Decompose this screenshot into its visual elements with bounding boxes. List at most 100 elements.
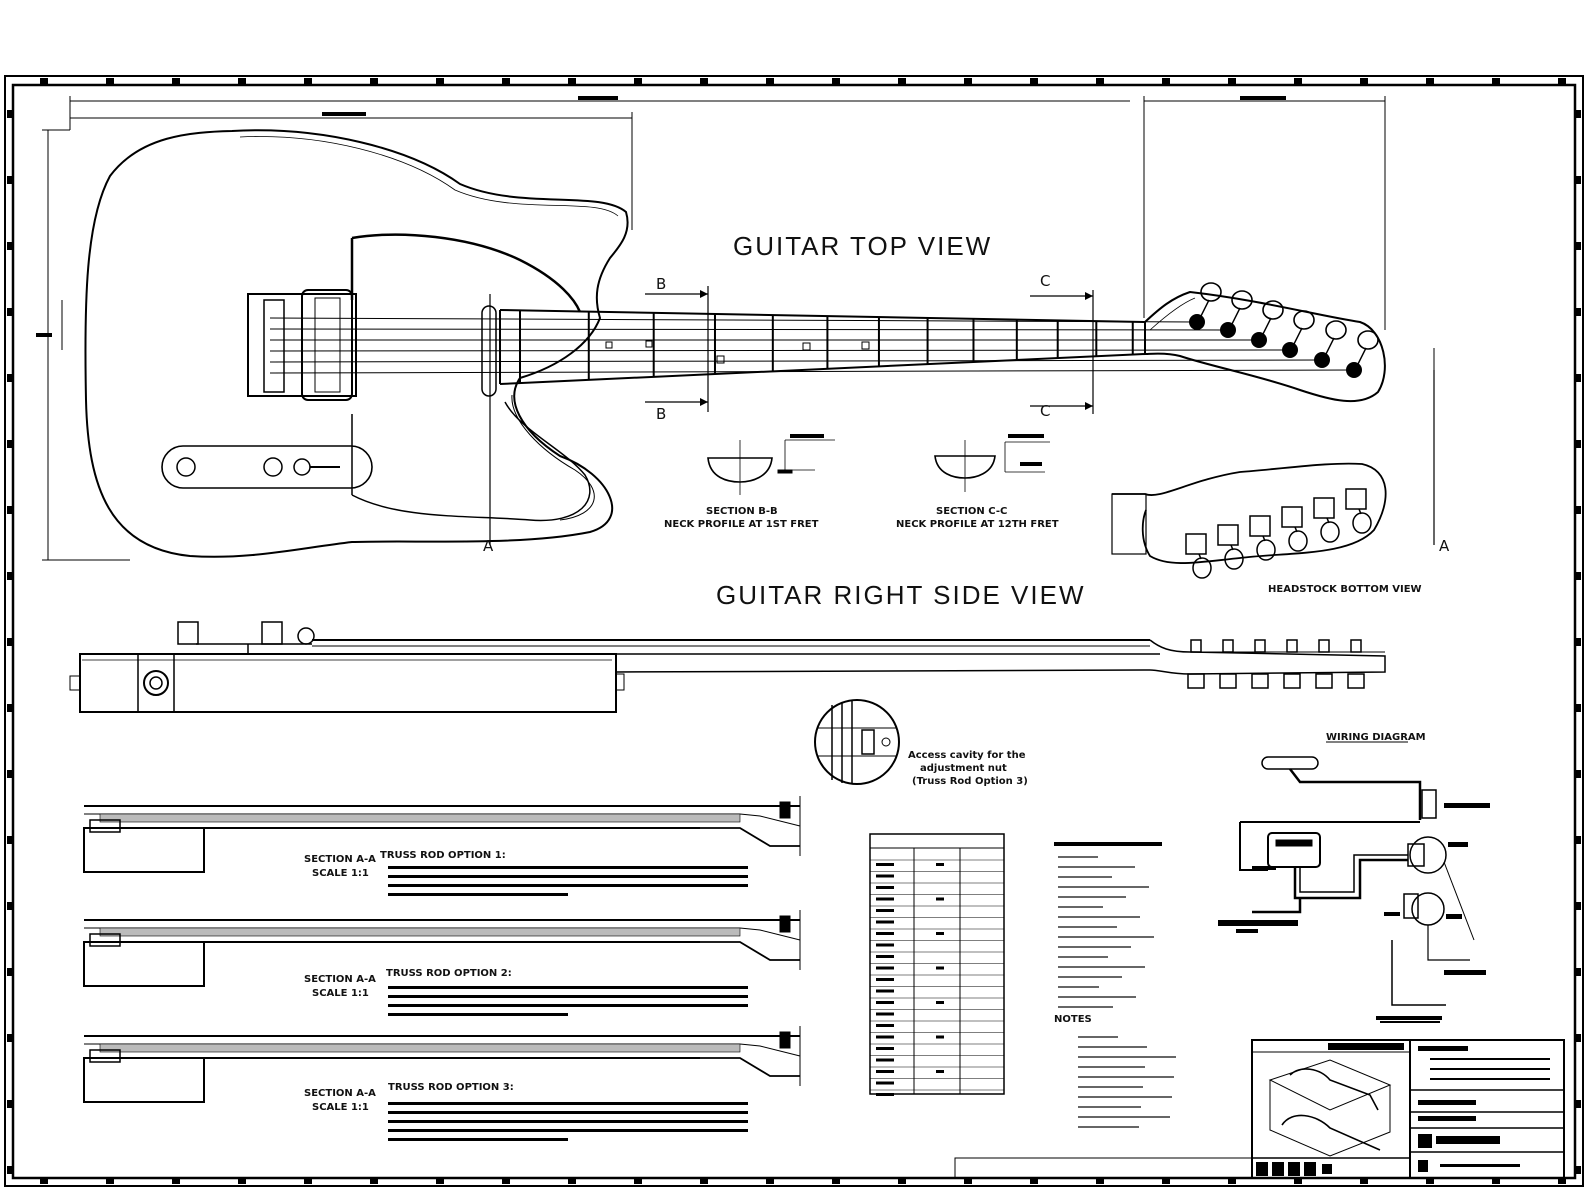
border-tick [7,1166,12,1174]
border-tick [7,1034,12,1042]
section-c-label-top: C [1040,272,1050,290]
notes-line [1078,1106,1141,1108]
border-tick [1576,836,1581,844]
border-tick [1426,78,1434,84]
fret-markers [605,340,870,364]
border-tick [1096,78,1104,84]
border-tick [832,1178,840,1184]
border-tick [898,1178,906,1184]
truss-1-title: SECTION A-A [304,854,376,865]
notes-title: NOTES [1054,1014,1092,1025]
tuner-key [1200,282,1222,302]
border-tick [1162,1178,1170,1184]
notes-line [1078,1086,1143,1088]
border-tick [502,78,510,84]
truss-2-heading: TRUSS ROD OPTION 2: [386,968,512,979]
notes-line [1058,936,1154,938]
tuner-housing [1347,673,1365,689]
notes-line [1058,966,1145,968]
table-cell-text [936,1070,944,1073]
border-tick [106,1178,114,1184]
border-tick [1360,1178,1368,1184]
table-cell-text [876,1081,894,1085]
notes-line [1078,1046,1147,1048]
side-view-title: GUITAR RIGHT SIDE VIEW [716,580,1086,610]
tuners-top [1189,282,1379,378]
notes-line [1058,926,1117,928]
border-tick [898,78,906,84]
wiring-diagram [1239,741,1475,1023]
border-tick [172,78,180,84]
neck-profile-cc [934,440,1050,492]
border-tick [1558,78,1566,84]
table-cell-text [876,1024,894,1027]
border-tick [1576,506,1581,514]
section-bb-caption: NECK PROFILE AT 1ST FRET [664,519,819,530]
border-tick [1576,308,1581,316]
table-cell-text [876,1093,894,1096]
truss-section-3 [83,1026,801,1103]
tuner-gear [1185,533,1207,555]
tuner-key [1320,521,1340,543]
dimension-text [36,96,1286,337]
section-cc-caption: NECK PROFILE AT 12TH FRET [896,519,1059,530]
border-tick [1576,638,1581,646]
table-cell-text [936,1001,944,1004]
string [269,359,1323,363]
tuner-shaft [1357,347,1367,365]
tuner-housing [1219,673,1237,689]
truss-3-heading: TRUSS ROD OPTION 3: [388,1082,514,1093]
truss-section-labels: SECTION A-A SCALE 1:1 TRUSS ROD OPTION 1… [304,850,514,1113]
table-cell-text [936,897,944,901]
notes-line [1058,876,1112,878]
border-tick [964,78,972,84]
tuner-shaft [1198,553,1202,560]
border-tick [1228,1178,1236,1184]
tuner-shaft [1262,535,1266,542]
tuner-shaft [1230,544,1234,551]
border-tick [700,1178,708,1184]
table-cell-text [936,932,944,935]
fine-print-line [388,986,748,989]
notes-line [1058,946,1131,948]
tuner-post [1314,352,1330,368]
tuner-key [1262,300,1284,320]
border-tick [1576,242,1581,250]
tuner-key [1256,539,1276,561]
fine-print-line [388,1013,568,1016]
fine-print-line [388,1102,748,1105]
fine-print-line [388,866,748,869]
section-a-label-right: A [1439,537,1450,555]
border-tick [7,440,12,448]
border-tick [172,1178,180,1184]
notes-heading-bar [1054,842,1162,846]
tuner-bushing [1286,639,1298,653]
tuner-shaft [1200,299,1210,317]
string [269,317,1198,323]
tuner-shaft [1293,327,1303,345]
border-tick [7,506,12,514]
tuner-housing [1251,673,1269,689]
tuner-post [1220,322,1236,338]
notes-line [1058,906,1103,908]
tuner-bushing [1190,639,1202,653]
section-arrows [700,290,1093,410]
border-tick [40,1178,48,1184]
border-tick [436,1178,444,1184]
tuner-gear [1249,515,1271,537]
border-tick [7,308,12,316]
tuner-shaft [1294,526,1298,533]
notes-line [1078,1096,1172,1098]
neck-profile-bb [707,439,835,495]
notes-line [1058,996,1136,998]
tuner-housing [1283,673,1301,689]
notes-line [1058,856,1098,858]
fret-position-table [869,833,1005,1096]
table-cell-text [876,1070,894,1073]
border-tick [7,638,12,646]
table-frame [869,833,1005,1095]
border-tick [1576,110,1581,118]
notes-line [1058,986,1099,988]
border-tick [370,1178,378,1184]
